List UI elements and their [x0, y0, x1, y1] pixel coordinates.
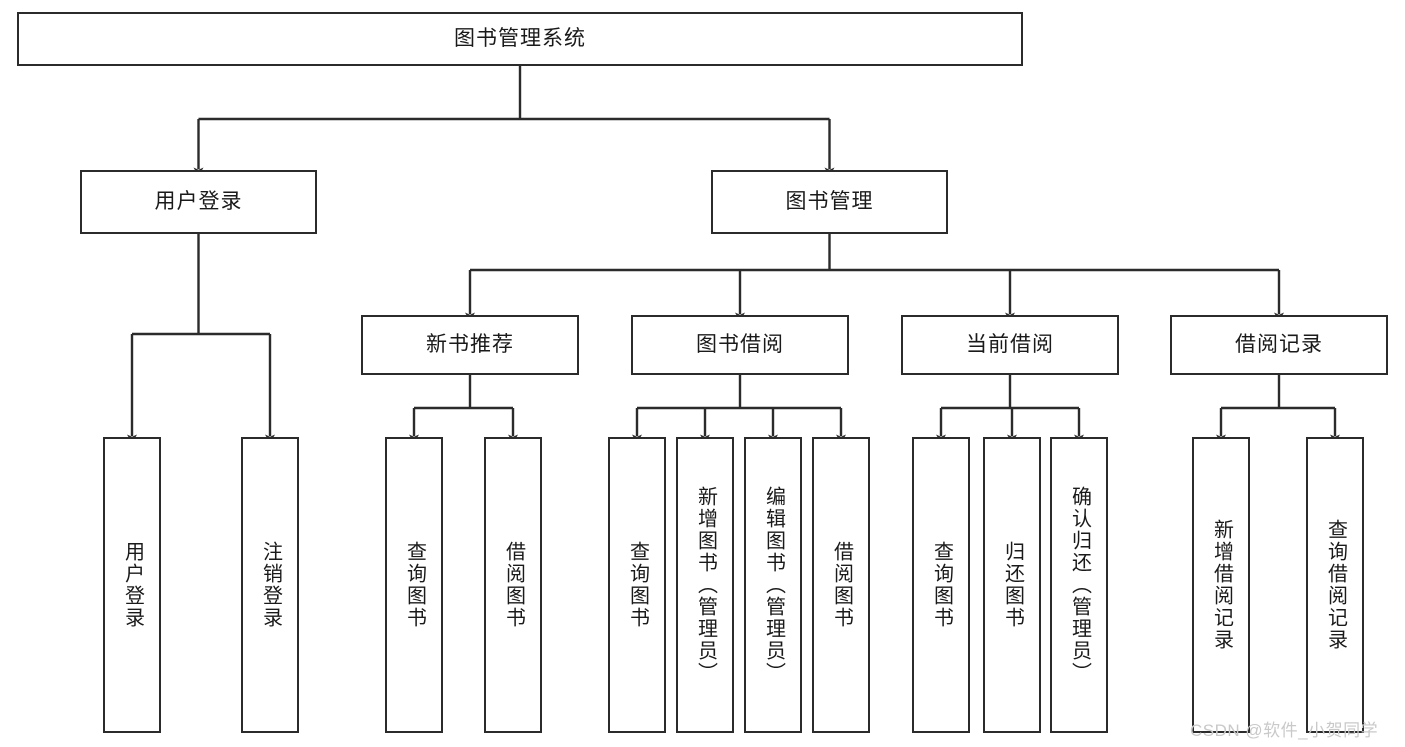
- node-label: 新增图书（管理员）: [694, 486, 717, 684]
- node-level2-新书推荐[interactable]: 新书推荐: [361, 315, 579, 375]
- node-label: 新书推荐: [426, 333, 514, 357]
- csdn-watermark: CSDN @软件_小贺同学: [1190, 721, 1379, 740]
- node-leaf-用户登录[interactable]: 用户登录: [103, 437, 161, 733]
- node-level1-图书管理[interactable]: 图书管理: [711, 170, 948, 234]
- node-level2-借阅记录[interactable]: 借阅记录: [1170, 315, 1388, 375]
- node-label: 图书管理系统: [454, 27, 586, 51]
- node-label: 查询图书: [626, 541, 649, 629]
- node-level2-图书借阅[interactable]: 图书借阅: [631, 315, 849, 375]
- node-root-图书管理系统[interactable]: 图书管理系统: [17, 12, 1023, 66]
- node-label: 借阅图书: [830, 541, 853, 629]
- node-label: 图书管理: [785, 190, 874, 214]
- node-label: 归还图书: [1001, 541, 1024, 629]
- node-leaf-归还图书[interactable]: 归还图书: [983, 437, 1041, 733]
- node-leaf-确认归还管理员[interactable]: 确认归还（管理员）: [1050, 437, 1108, 733]
- node-leaf-借阅图书[interactable]: 借阅图书: [812, 437, 870, 733]
- node-leaf-新增借阅记录[interactable]: 新增借阅记录: [1192, 437, 1250, 733]
- node-label: 查询借阅记录: [1324, 519, 1347, 651]
- node-leaf-查询图书[interactable]: 查询图书: [912, 437, 970, 733]
- node-label: 编辑图书（管理员）: [762, 486, 785, 684]
- node-label: 确认归还（管理员）: [1068, 486, 1091, 684]
- node-label: 注销登录: [259, 541, 282, 629]
- node-label: 借阅图书: [502, 541, 525, 629]
- node-leaf-查询图书[interactable]: 查询图书: [385, 437, 443, 733]
- node-label: 用户登录: [154, 190, 243, 214]
- node-leaf-注销登录[interactable]: 注销登录: [241, 437, 299, 733]
- node-label: 图书借阅: [696, 333, 784, 357]
- node-label: 新增借阅记录: [1210, 519, 1233, 651]
- node-leaf-查询借阅记录[interactable]: 查询借阅记录: [1306, 437, 1364, 733]
- node-level2-当前借阅[interactable]: 当前借阅: [901, 315, 1119, 375]
- node-label: 当前借阅: [966, 333, 1054, 357]
- node-label: 借阅记录: [1235, 333, 1323, 357]
- node-leaf-编辑图书管理员[interactable]: 编辑图书（管理员）: [744, 437, 802, 733]
- edge-group: [127, 66, 1340, 444]
- node-level1-用户登录[interactable]: 用户登录: [80, 170, 317, 234]
- node-leaf-查询图书[interactable]: 查询图书: [608, 437, 666, 733]
- node-label: 查询图书: [403, 541, 426, 629]
- node-leaf-借阅图书[interactable]: 借阅图书: [484, 437, 542, 733]
- node-label: 用户登录: [121, 541, 144, 629]
- node-leaf-新增图书管理员[interactable]: 新增图书（管理员）: [676, 437, 734, 733]
- node-label: 查询图书: [930, 541, 953, 629]
